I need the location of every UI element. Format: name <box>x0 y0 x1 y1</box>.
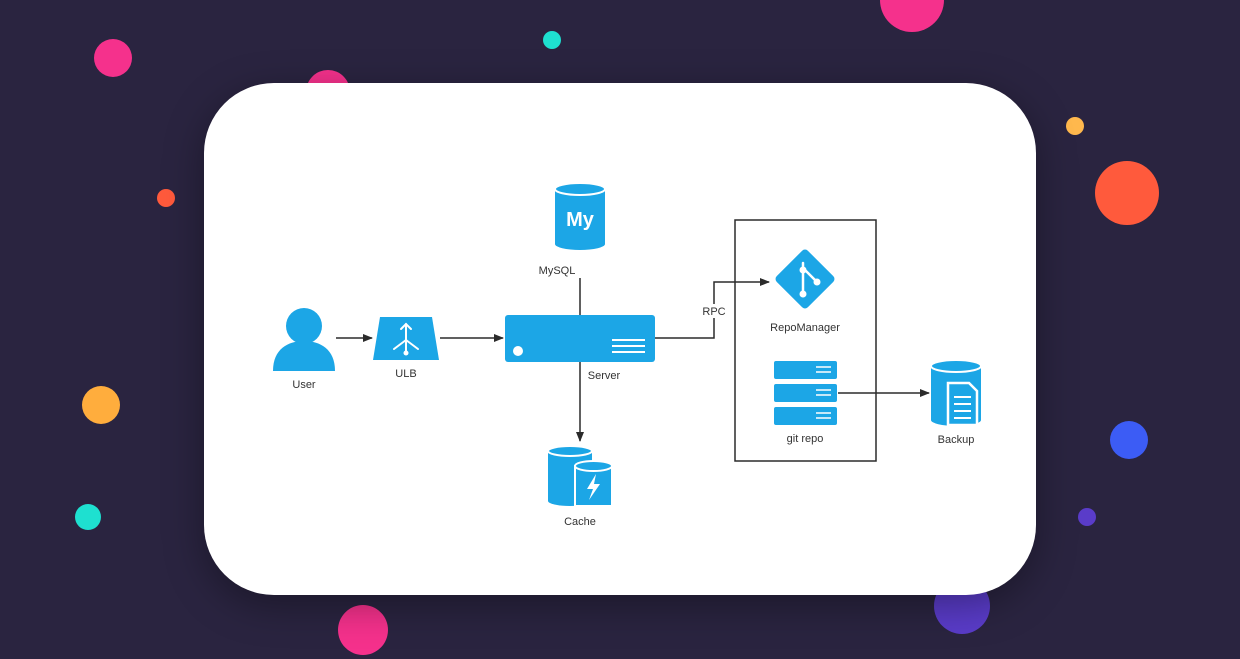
decor-dot <box>543 31 561 49</box>
backup-database-icon <box>930 359 982 427</box>
mysql-label: MySQL <box>539 265 576 277</box>
storage-stack-icon <box>774 361 837 425</box>
decor-dot <box>1066 117 1084 135</box>
repo-group-box <box>734 219 877 462</box>
rpc-label: RPC <box>702 306 725 318</box>
decor-dot <box>1078 508 1096 526</box>
gitrepo-label: git repo <box>787 433 824 445</box>
decor-dot <box>1110 421 1148 459</box>
rpc-label-bg <box>700 304 728 318</box>
repomanager-label: RepoManager <box>770 322 840 334</box>
decor-dot <box>75 504 101 530</box>
user-icon <box>273 308 335 371</box>
git-icon <box>775 249 835 309</box>
ulb-label: ULB <box>395 368 416 380</box>
load-balancer-icon <box>373 317 439 360</box>
decor-dot <box>338 605 388 655</box>
cache-label: Cache <box>564 516 596 528</box>
mysql-database-icon: My <box>554 182 606 250</box>
decor-dot <box>880 0 944 32</box>
decor-dot <box>157 189 175 207</box>
mysql-badge: My <box>566 209 595 231</box>
decor-dot <box>1095 161 1159 225</box>
user-label: User <box>292 379 316 391</box>
mysql-label-bg <box>535 262 579 277</box>
backup-label: Backup <box>938 434 975 446</box>
cache-database-icon <box>547 445 613 507</box>
server-icon <box>505 315 655 362</box>
server-label: Server <box>588 370 621 382</box>
decor-dot <box>94 39 132 77</box>
decor-dot <box>82 386 120 424</box>
